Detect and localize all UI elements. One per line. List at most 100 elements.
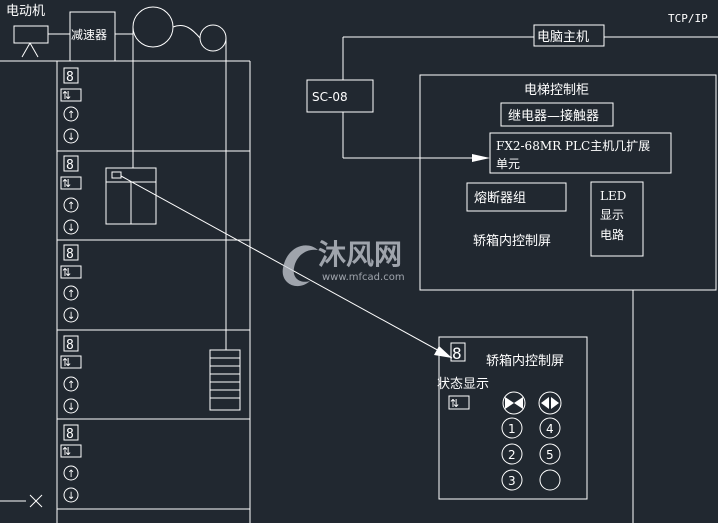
plc-label-line2: 单元 (496, 157, 520, 171)
floor-button-label: 4 (546, 422, 554, 436)
down-call-button[interactable] (63, 307, 79, 323)
down-call-button[interactable] (63, 487, 79, 503)
floor-select-button[interactable] (501, 417, 523, 439)
led-label-line1: LED (600, 189, 626, 203)
car-panel-digit: 8 (452, 344, 462, 363)
up-arrow-icon: ↑ (67, 289, 75, 300)
up-down-arrows-icon: ⇅ (450, 397, 459, 410)
sc08-box (306, 79, 374, 113)
tcpip-label: TCP/IP (668, 12, 708, 25)
status-updown-box (448, 395, 470, 410)
door-close-button[interactable] (538, 391, 562, 415)
ground-x-mark (29, 494, 43, 508)
up-call-button[interactable] (63, 285, 79, 301)
floor-select-button[interactable] (539, 417, 561, 439)
floor-panel: 8 ⇅ ↑ ↓ (60, 67, 82, 144)
watermark-logo-icon (282, 245, 318, 287)
motor-stand-left (21, 42, 31, 58)
reducer-box (69, 11, 116, 62)
blank-button[interactable] (539, 469, 561, 491)
pc-host-box (533, 24, 605, 47)
down-arrow-icon: ↓ (67, 132, 75, 143)
floor-digit-box (63, 67, 79, 84)
counterweight (209, 349, 241, 411)
up-call-button[interactable] (63, 465, 79, 481)
watermark-brand: 沐风网 (318, 238, 402, 271)
floor-digit-box (63, 244, 79, 261)
motor-label: 电动机 (6, 4, 45, 19)
cabinet-title: 电梯控制柜 (524, 83, 589, 98)
floor-digit: 8 (66, 338, 74, 353)
floor-panel: 8 ⇅ ↑ ↓ (60, 244, 82, 323)
floor-digit-box (63, 424, 79, 441)
floor-button-label: 2 (508, 448, 516, 462)
door-open-right-triangle-icon (514, 397, 523, 409)
up-call-button[interactable] (63, 376, 79, 392)
floor-panel: 8 ⇅ ↑ ↓ (60, 335, 82, 414)
down-arrow-icon: ↓ (67, 223, 75, 234)
up-down-arrows-icon: ⇅ (62, 177, 71, 190)
up-call-button[interactable] (63, 197, 79, 213)
rope-between-sheaves (172, 24, 201, 39)
car-panel-in-cabinet-label: 轿箱内控制屏 (473, 233, 551, 249)
led-label-line2: 显示 (600, 208, 624, 222)
down-call-button[interactable] (63, 128, 79, 144)
floor-button-label: 5 (546, 448, 554, 462)
door-close-button-ring (538, 391, 562, 415)
down-arrow-icon: ↓ (67, 311, 75, 322)
pc-host-label: 电脑主机 (537, 30, 589, 45)
floor-updown-box (60, 265, 82, 279)
motor-body (13, 25, 49, 44)
watermark: 沐风网 www.mfcad.com (282, 238, 405, 287)
relay-contactor-box (500, 102, 614, 127)
car-panel-title: 轿箱内控制屏 (486, 353, 564, 369)
up-down-arrows-icon: ⇅ (62, 445, 71, 458)
door-open-button[interactable] (502, 391, 526, 415)
down-arrow-icon: ↓ (67, 402, 75, 413)
led-label-line3: 电路 (600, 227, 624, 242)
down-call-button[interactable] (63, 398, 79, 414)
relay-contactor-label: 继电器—接触器 (508, 108, 599, 124)
motor-stand-right (29, 42, 39, 58)
floor-updown-box (60, 355, 82, 369)
up-arrow-icon: ↑ (67, 201, 75, 212)
floor-button-label: 1 (508, 422, 516, 436)
up-call-button[interactable] (63, 106, 79, 122)
floor-digit: 8 (66, 247, 74, 262)
fuse-group-label: 熔断器组 (474, 191, 526, 206)
reducer-label: 减速器 (71, 28, 107, 42)
sc08-to-plc-arrowhead (472, 154, 490, 162)
floor-select-button[interactable] (539, 443, 561, 465)
up-down-arrows-icon: ⇅ (62, 89, 71, 102)
up-down-arrows-icon: ⇅ (62, 356, 71, 369)
floor-digit-box (63, 155, 79, 172)
up-down-arrows-icon: ⇅ (62, 266, 71, 279)
led-display-box (590, 181, 644, 257)
door-close-right-triangle-icon (551, 397, 559, 409)
floor-select-button[interactable] (501, 443, 523, 465)
watermark-url: www.mfcad.com (322, 272, 405, 283)
plc-box (489, 132, 672, 174)
floor-select-button[interactable] (501, 469, 523, 491)
door-open-left-triangle-icon (505, 397, 514, 409)
down-call-button[interactable] (63, 219, 79, 235)
floor-digit: 8 (66, 70, 74, 85)
door-open-button-ring (502, 391, 526, 415)
door-close-left-triangle-icon (541, 397, 549, 409)
floor-button-label: 3 (508, 474, 516, 488)
fuse-group-box (466, 182, 567, 212)
deflector-sheave (199, 24, 227, 52)
floor-updown-box (60, 444, 82, 458)
elevator-control-cabinet (419, 74, 717, 291)
floor-panel: 8 ⇅ ↑ ↓ (60, 155, 82, 235)
down-arrow-icon: ↓ (67, 491, 75, 502)
detail-leader-arrowhead (434, 346, 452, 358)
floor-updown-box (60, 176, 82, 190)
floor-digit: 8 (66, 158, 74, 173)
up-arrow-icon: ↑ (67, 380, 75, 391)
car-control-panel (438, 336, 588, 500)
traction-sheave (132, 6, 174, 48)
sc08-label: SC-08 (312, 90, 348, 104)
up-arrow-icon: ↑ (67, 110, 75, 121)
